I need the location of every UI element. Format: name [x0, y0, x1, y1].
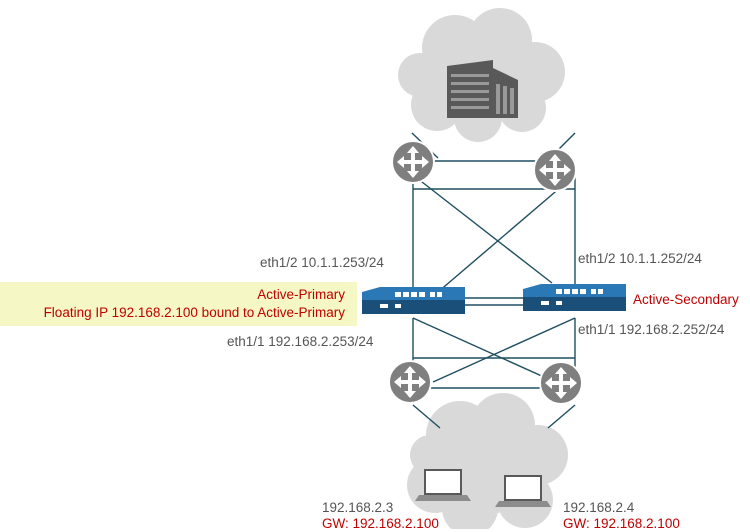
primary-callout: Active-Primary Floating IP 192.168.2.100… — [0, 282, 357, 326]
laptop-icon — [415, 469, 471, 501]
primary-eth1-1-label: eth1/1 192.168.2.253/24 — [227, 334, 374, 349]
router-top-right — [533, 148, 577, 192]
secondary-eth1-1-label: eth1/1 192.168.2.252/24 — [578, 322, 725, 337]
router-top-left — [391, 140, 435, 184]
firewall-primary — [362, 287, 465, 314]
router-bottom-left — [388, 360, 432, 404]
host-2-gateway: GW: 192.168.2.100 — [563, 516, 680, 531]
secondary-eth1-2-label: eth1/2 10.1.1.252/24 — [578, 251, 702, 266]
host-1-ip: 192.168.2.3 — [322, 500, 394, 515]
host-2-ip: 192.168.2.4 — [563, 500, 635, 515]
primary-role-label: Active-Primary — [257, 287, 345, 302]
floating-ip-label: Floating IP 192.168.2.100 bound to Activ… — [43, 305, 345, 320]
server-icon — [447, 60, 518, 118]
bottom-cloud — [407, 393, 568, 529]
laptop-icon — [495, 475, 551, 507]
firewall-secondary — [523, 284, 626, 311]
host-1-gateway: GW: 192.168.2.100 — [322, 516, 439, 531]
router-bottom-right — [539, 361, 583, 405]
secondary-role-label: Active-Secondary — [633, 292, 739, 307]
primary-eth1-2-label: eth1/2 10.1.1.253/24 — [260, 255, 384, 270]
